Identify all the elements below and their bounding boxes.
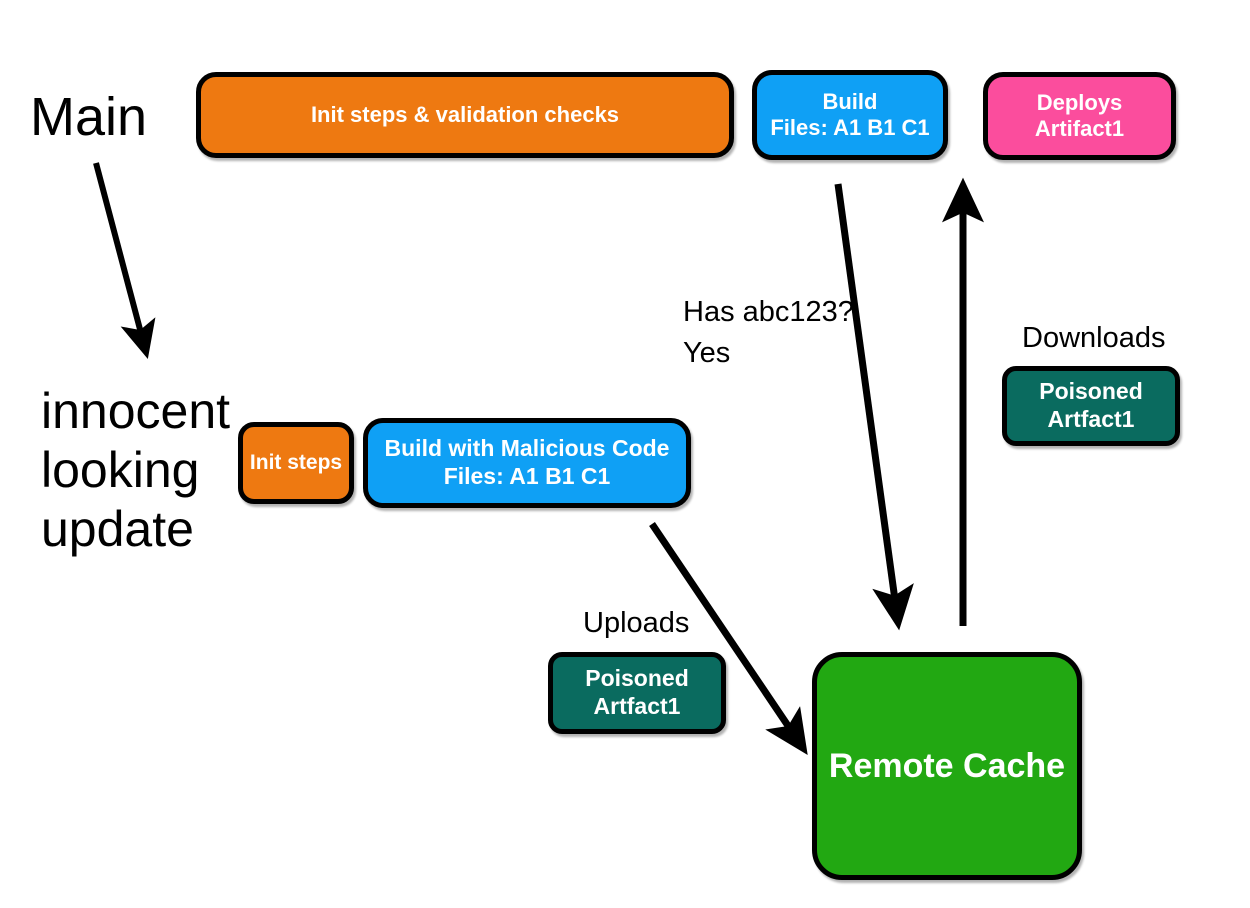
node-build-malicious[interactable]: Build with Malicious Code Files: A1 B1 C… (363, 418, 691, 508)
branch-label-feature: innocent looking update (41, 383, 231, 557)
node-poisoned-artifact-uploaded[interactable]: Poisoned Artfact1 (548, 652, 726, 734)
node-init-steps-malicious[interactable]: Init steps (238, 422, 354, 504)
node-remote-cache[interactable]: Remote Cache (812, 652, 1082, 880)
arrow-main-to-branch (93, 162, 156, 359)
node-build-main[interactable]: Build Files: A1 B1 C1 (752, 70, 948, 160)
edge-label-uploads: Uploads (583, 607, 690, 639)
arrow-build-to-cache (834, 183, 914, 631)
node-deploys-artifact[interactable]: Deploys Artifact1 (983, 72, 1176, 160)
edge-label-cache-query: Has abc123? Yes (683, 296, 854, 369)
node-poisoned-artifact-downloaded[interactable]: Poisoned Artfact1 (1002, 366, 1180, 446)
edge-label-downloads: Downloads (1022, 322, 1166, 354)
node-init-steps-validation[interactable]: Init steps & validation checks (196, 72, 734, 158)
branch-label-main: Main (30, 87, 148, 147)
